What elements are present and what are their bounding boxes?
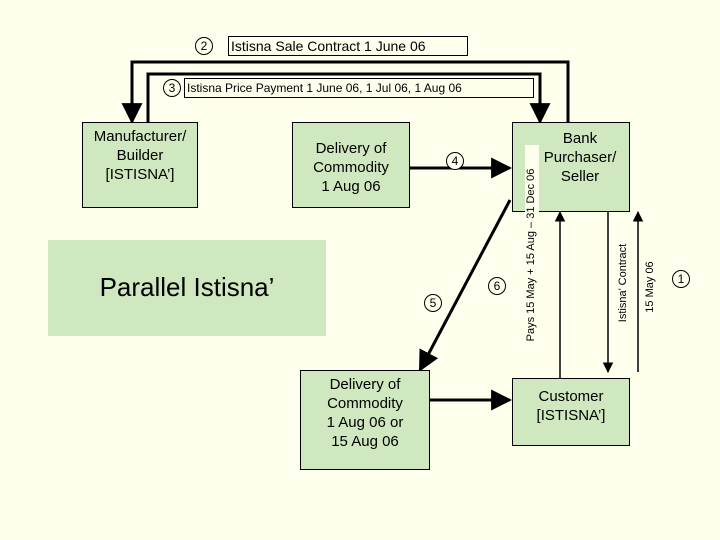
contract-label: Istisna’ Contract <box>617 228 631 338</box>
manufacturer-box: Manufacturer/ Builder [ISTISNA’] <box>82 122 198 208</box>
step6-badge: 6 <box>488 277 506 295</box>
step4-badge: 4 <box>446 152 464 170</box>
arrow-step3 <box>146 72 551 125</box>
bank-label: Bank Purchaser/ Seller <box>543 130 617 185</box>
step3-badge: 3 <box>163 79 181 97</box>
parallel-istisna-label: Parallel Istisna’ <box>99 272 275 302</box>
delivery-box-2: Delivery of Commodity 1 Aug 06 or 15 Aug… <box>300 370 430 470</box>
customer-box: Customer [ISTISNA’] <box>512 378 630 446</box>
delivery-box-1: Delivery of Commodity 1 Aug 06 <box>292 122 410 208</box>
step1-badge: 1 <box>672 270 690 288</box>
manufacturer-label: Manufacturer/ Builder [ISTISNA’] <box>93 128 187 183</box>
delivery-label-1: Delivery of Commodity 1 Aug 06 <box>313 140 389 195</box>
arrow-step5 <box>418 199 512 372</box>
step2-badge: 2 <box>195 37 213 55</box>
delivery-label-2: Delivery of Commodity 1 Aug 06 or 15 Aug… <box>326 376 404 450</box>
may-label: 15 May 06 <box>644 247 658 327</box>
pays-label: Pays 15 May + 15 Aug – 31 Dec 06 <box>525 145 539 365</box>
arrow-step2 <box>121 60 570 125</box>
customer-label: Customer [ISTISNA’] <box>536 388 606 424</box>
step2-label: Istisna Sale Contract 1 June 06 <box>228 36 468 56</box>
parallel-istisna-box: Parallel Istisna’ <box>48 240 326 336</box>
step3-label: Istisna Price Payment 1 June 06, 1 Jul 0… <box>184 78 534 98</box>
step5-badge: 5 <box>424 294 442 312</box>
